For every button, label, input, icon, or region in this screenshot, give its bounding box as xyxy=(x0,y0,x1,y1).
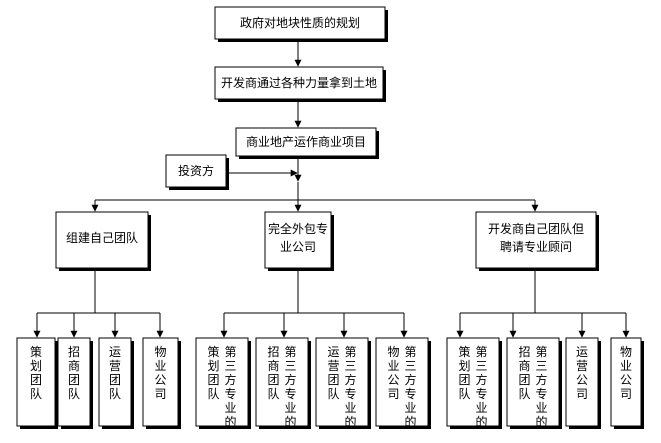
out-invest-label: 招商团队 xyxy=(267,345,279,401)
outsourced-node-box xyxy=(264,211,332,269)
own-ops-node: 运营团队 xyxy=(98,337,134,429)
own-team-node: 组建自己团队 xyxy=(55,211,151,271)
out-prop-node-box xyxy=(375,337,429,427)
own-invest-node-box xyxy=(57,337,91,427)
out-prop-label: 物业公司 xyxy=(387,345,399,401)
hybrid-label: 开发商自己团队但 xyxy=(488,221,584,236)
hyb-plan-label: 策划团队 xyxy=(458,345,470,401)
hyb-ops-node-box xyxy=(565,337,599,427)
hyb-plan-label: 第三方专业的 xyxy=(475,345,487,429)
project-label: 商业地产运作商业项目 xyxy=(246,134,366,149)
own-ops-label: 运营团队 xyxy=(109,345,121,401)
hyb-prop-node-box xyxy=(610,337,642,427)
out-invest-node-box xyxy=(255,337,309,427)
own-prop-label: 物业公司 xyxy=(154,345,166,401)
own-prop-node: 物业公司 xyxy=(142,337,181,429)
out-plan-label: 第三方专业的 xyxy=(224,345,236,429)
hyb-prop-label: 物业公司 xyxy=(620,345,632,401)
investor-node: 投资方 xyxy=(165,154,229,190)
investor-node-box xyxy=(165,154,227,188)
project-node: 商业地产运作商业项目 xyxy=(235,127,379,159)
own-plan-node-box xyxy=(16,337,56,427)
land-node-box xyxy=(214,66,384,100)
hyb-ops-label: 运营公司 xyxy=(576,345,588,401)
plan-label: 政府对地块性质的规划 xyxy=(240,15,360,30)
out-ops-node-box xyxy=(315,337,369,427)
own-invest-node: 招商团队 xyxy=(57,337,93,429)
land-node: 开发商通过各种力量拿到土地 xyxy=(214,66,386,102)
hyb-invest-node-box xyxy=(506,337,560,427)
own-plan-label: 策划团队 xyxy=(30,345,42,401)
plan-node-box xyxy=(214,6,386,40)
hyb-invest-label: 第三方专业的 xyxy=(535,345,547,429)
out-plan-label: 策划团队 xyxy=(207,345,219,401)
out-prop-label: 第三方专业的 xyxy=(404,345,416,429)
own-ops-node-box xyxy=(98,337,132,427)
out-ops-label: 第三方专业的 xyxy=(344,345,356,429)
hybrid-label: 聘请专业顾问 xyxy=(500,239,572,254)
own-team-node-box xyxy=(55,211,149,269)
hybrid-node-box xyxy=(475,211,597,269)
out-ops-label: 运营团队 xyxy=(327,345,339,401)
own-plan-node: 策划团队 xyxy=(16,337,58,429)
out-invest-label: 第三方专业的 xyxy=(284,345,296,429)
plan-node: 政府对地块性质的规划 xyxy=(214,6,388,42)
outsourced-label: 完全外包专 xyxy=(268,221,328,236)
hyb-plan-node-box xyxy=(446,337,500,427)
out-plan-node-box xyxy=(195,337,249,427)
hyb-ops-node: 运营公司 xyxy=(565,337,601,429)
own-team-label: 组建自己团队 xyxy=(66,230,138,245)
investor-label: 投资方 xyxy=(178,163,214,178)
own-prop-node-box xyxy=(142,337,179,427)
hyb-prop-node: 物业公司 xyxy=(610,337,644,429)
outsourced-label: 业公司 xyxy=(280,240,316,254)
own-invest-label: 招商团队 xyxy=(68,345,80,401)
project-node-box xyxy=(235,127,377,157)
land-label: 开发商通过各种力量拿到土地 xyxy=(221,75,377,90)
hyb-invest-label: 招商团队 xyxy=(518,345,530,401)
